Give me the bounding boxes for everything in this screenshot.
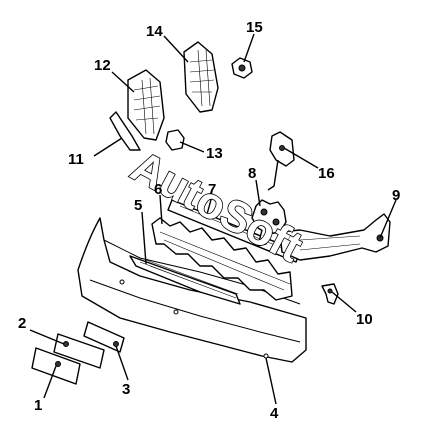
callout-7: 7 — [208, 181, 216, 198]
callout-3: 3 — [122, 381, 130, 398]
leader-lines — [29, 33, 397, 405]
part-6-energy-absorber — [151, 217, 293, 301]
callout-1: 1 — [34, 397, 42, 414]
part-16-mounting-bracket — [267, 131, 295, 191]
callout-labels: 1 2 3 4 5 6 7 8 9 10 11 12 13 14 15 16 — [18, 19, 400, 422]
part-8-bracket — [251, 199, 287, 247]
callout-14: 14 — [146, 23, 163, 40]
callout-2: 2 — [18, 315, 26, 332]
part-11-trim — [109, 111, 141, 151]
part-5-lower-grille — [129, 255, 241, 305]
callout-12: 12 — [94, 57, 111, 74]
part-15-bulb-holder — [231, 57, 253, 79]
callout-5: 5 — [134, 197, 142, 214]
part-14-right-lamp — [183, 41, 219, 113]
callout-16: 16 — [318, 165, 335, 182]
part-10-clip — [321, 283, 339, 305]
part-2-plate-bracket — [53, 333, 105, 369]
callout-11: 11 — [68, 151, 84, 168]
callout-4: 4 — [270, 405, 279, 422]
part-13-connector — [165, 129, 185, 151]
callout-13: 13 — [206, 145, 223, 162]
callout-10: 10 — [356, 311, 373, 328]
callout-9: 9 — [392, 187, 400, 204]
part-7-reinforcement-beam — [167, 199, 301, 263]
part-3-plate-holder — [83, 321, 125, 353]
callout-6: 6 — [154, 181, 162, 198]
callout-8: 8 — [248, 165, 256, 182]
callout-15: 15 — [246, 19, 263, 36]
part-12-left-lamp — [127, 69, 165, 141]
